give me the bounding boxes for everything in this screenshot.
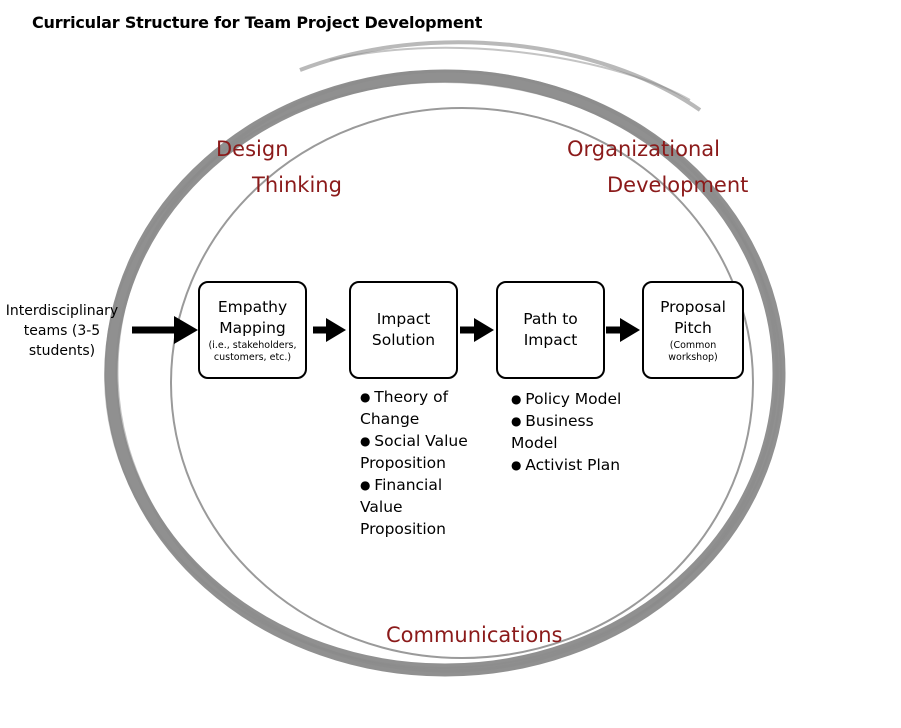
stage-impact-solution: Impact Solution	[349, 281, 458, 379]
arrow-path-to-pitch	[606, 318, 640, 342]
input-teams-label: Interdisciplinary teams (3-5 students)	[5, 303, 119, 359]
diagram-title: Curricular Structure for Team Project De…	[32, 13, 483, 32]
list-item: Social Value Proposition	[360, 430, 485, 474]
path-to-impact-bullets: Policy Model Business Model Activist Pla…	[511, 388, 636, 476]
arrow-input-to-empathy	[132, 316, 198, 344]
theme-organizational-development-line2: Development	[607, 173, 749, 197]
stage-title: Impact Solution	[371, 310, 436, 349]
inner-ring	[170, 107, 754, 659]
outer-ring	[104, 40, 786, 677]
theme-design-thinking-line1: Design	[216, 137, 289, 161]
list-item: Policy Model	[511, 388, 636, 410]
stage-proposal-pitch: Proposal Pitch (Common workshop)	[642, 281, 744, 379]
impact-solution-bullets: Theory of Change Social Value Propositio…	[360, 386, 485, 540]
arrow-empathy-to-impact	[313, 318, 346, 342]
list-item: Business Model	[511, 410, 636, 454]
stage-title: Proposal Pitch	[660, 297, 726, 337]
stage-subtitle: (Common workshop)	[668, 339, 718, 363]
stage-path-to-impact: Path to Impact	[496, 281, 605, 379]
theme-organizational-development-line1: Organizational	[567, 137, 720, 161]
list-item: Financial Value Proposition	[360, 474, 485, 540]
theme-design-thinking-line2: Thinking	[252, 173, 342, 197]
arrow-impact-to-path	[460, 318, 494, 342]
stage-empathy-mapping: Empathy Mapping (i.e., stakeholders, cus…	[198, 281, 307, 379]
list-item: Activist Plan	[511, 454, 636, 476]
stage-title: Path to Impact	[523, 310, 578, 349]
theme-communications: Communications	[386, 623, 563, 647]
stage-title: Empathy Mapping	[217, 297, 288, 337]
stage-subtitle: (i.e., stakeholders, customers, etc.)	[208, 339, 297, 363]
list-item: Theory of Change	[360, 386, 485, 430]
